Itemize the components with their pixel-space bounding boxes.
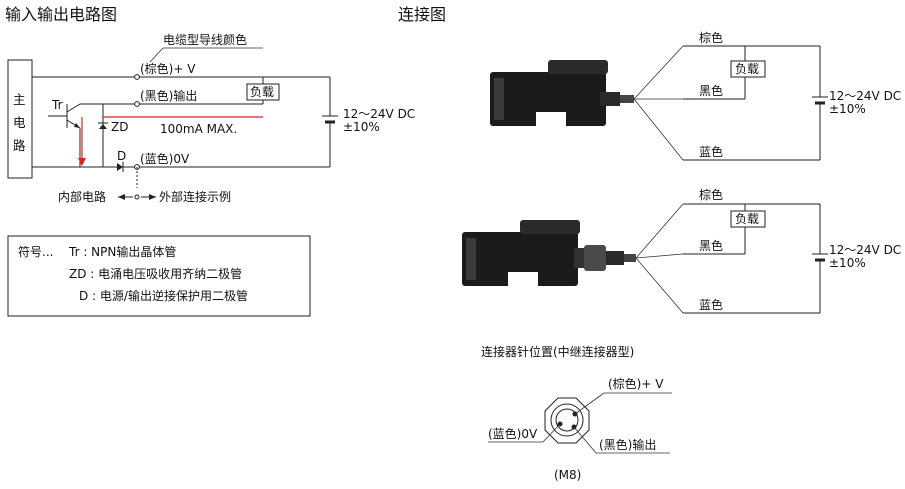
conn2-black-label: 黑色 xyxy=(699,239,723,253)
zd-label: ZD xyxy=(111,120,128,134)
supply-voltage-label: 12～24V DC xyxy=(343,107,415,121)
sensor-amplifier-2 xyxy=(462,220,636,286)
main-char-1: 主 xyxy=(13,92,26,107)
io-circuit: 电缆型导线颜色 主 电 路 (棕色)+ V (黑色)输出 (蓝色)0V Tr xyxy=(7,32,415,204)
main-char-3: 路 xyxy=(13,138,26,153)
conn2-load-label: 负载 xyxy=(735,212,759,226)
conn1-supply-voltage: 12～24V DC xyxy=(829,89,901,103)
black-output-label: (黑色)输出 xyxy=(140,88,197,103)
connection-title: 连接图 xyxy=(398,5,446,24)
connection-connector-type: 棕色 黑色 蓝色 负载 12～24V DC ±10% xyxy=(462,187,901,314)
conn1-brown-label: 棕色 xyxy=(699,30,723,45)
pin-blue-label: (蓝色)0V xyxy=(488,427,538,441)
conn1-blue-label: 蓝色 xyxy=(699,145,723,159)
conn2-brown-label: 棕色 xyxy=(699,187,723,202)
conn1-load-label: 负载 xyxy=(735,62,759,76)
legend-prefix: 符号... xyxy=(18,244,53,259)
legend-tr: Tr : NPN输出晶体管 xyxy=(68,244,176,259)
external-example-label: 外部连接示例 xyxy=(159,189,231,204)
pin-title: 连接器针位置(中继连接器型) xyxy=(481,344,634,359)
pin-type-label: (M8) xyxy=(554,468,581,482)
current-label: 100mA MAX. xyxy=(160,122,237,136)
connector-pin-arrangement: 连接器针位置(中继连接器型) (棕色)+ V (蓝色)0V (黑色)输出 (M8… xyxy=(481,344,672,482)
conn1-black-label: 黑色 xyxy=(699,84,723,98)
pin-black-label: (黑色)输出 xyxy=(599,437,656,452)
load-label: 负载 xyxy=(250,85,274,99)
pin-brown-label: (棕色)+ V xyxy=(608,376,664,391)
d-label: D xyxy=(117,149,126,163)
supply-tol-label: ±10% xyxy=(343,120,380,134)
sensor-amplifier-1 xyxy=(490,60,634,126)
connection-cable-type: 棕色 黑色 蓝色 负载 12～24V DC ±10% xyxy=(490,30,901,161)
blue-0v-label: (蓝色)0V xyxy=(140,152,190,166)
internal-circuit-label: 内部电路 xyxy=(58,189,106,204)
conn2-supply-tol: ±10% xyxy=(829,256,866,270)
main-char-2: 电 xyxy=(13,115,26,130)
brown-plus-v-label: (棕色)+ V xyxy=(140,61,196,76)
conn1-supply-tol: ±10% xyxy=(829,102,866,116)
symbol-legend: 符号... Tr : NPN输出晶体管 ZD : 电涌电压吸收用齐纳二极管 D … xyxy=(7,235,311,317)
main-circuit-box xyxy=(7,59,33,179)
io-circuit-title: 输入输出电路图 xyxy=(5,5,117,24)
wire-color-header: 电缆型导线颜色 xyxy=(163,32,247,47)
conn2-blue-label: 蓝色 xyxy=(699,298,723,312)
tr-label: Tr xyxy=(51,98,63,112)
legend-zd: ZD : 电涌电压吸收用齐纳二极管 xyxy=(69,266,242,281)
conn2-supply-voltage: 12～24V DC xyxy=(829,243,901,257)
legend-d: D : 电源/输出逆接保护用二极管 xyxy=(79,288,248,303)
